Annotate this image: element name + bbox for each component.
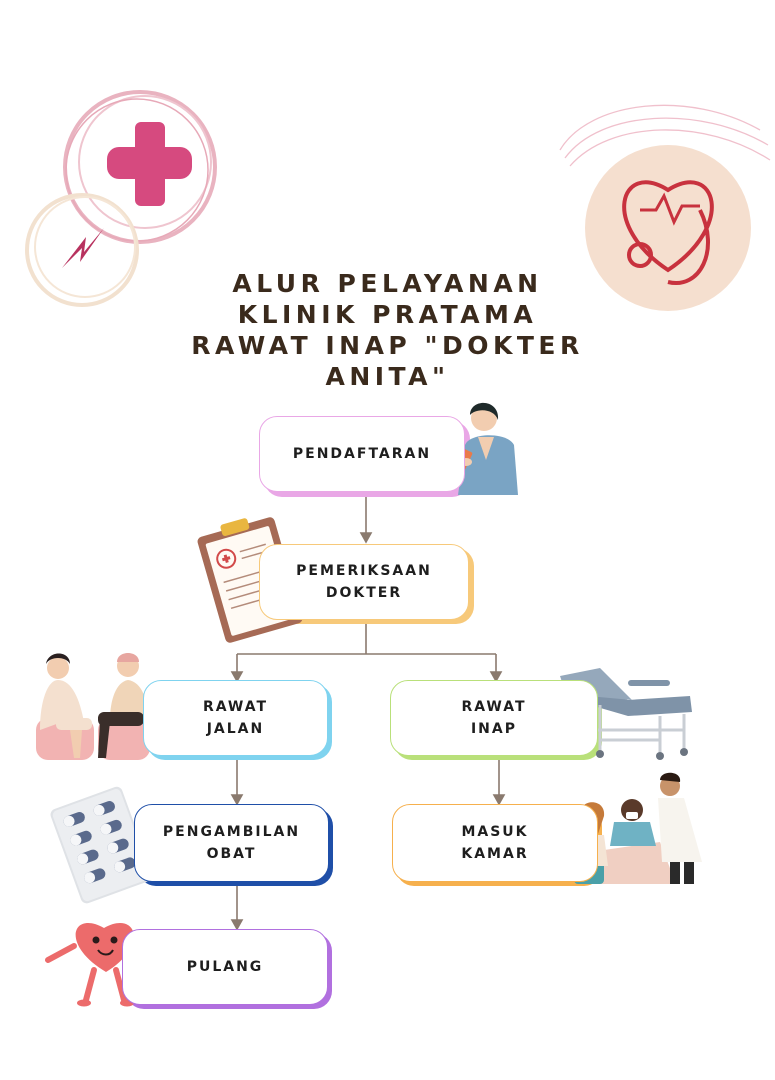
step-rawat-jalan: RAWAT JALAN (143, 680, 328, 756)
medical-cross-icon (63, 90, 217, 244)
step-label: RAWAT JALAN (202, 699, 269, 737)
step-rawat-inap: RAWAT INAP (390, 680, 598, 756)
step-label: MASUK KAMAR (461, 824, 529, 862)
step-pendaftaran: PENDAFTARAN (259, 416, 465, 492)
step-label: PEMERIKSAAN DOKTER (296, 563, 432, 601)
lightning-icon (25, 193, 139, 307)
step-label: RAWAT INAP (461, 699, 527, 737)
heart-stethoscope-icon (559, 104, 771, 311)
pill-blister-icon (50, 786, 153, 904)
step-pengambilan-obat: PENGAMBILAN OBAT (134, 804, 329, 882)
step-pemeriksaan-dokter: PEMERIKSAAN DOKTER (259, 544, 469, 620)
page-title: ALUR PELAYANAN KLINIK PRATAMA RAWAT INAP… (191, 269, 584, 391)
hospital-room-illustration (574, 772, 702, 884)
step-label: PULANG (186, 959, 264, 975)
flow-connectors (230, 495, 506, 931)
step-pulang: PULANG (122, 929, 328, 1005)
consultation-illustration (36, 653, 150, 760)
step-label: PENGAMBILAN OBAT (162, 824, 301, 862)
step-masuk-kamar: MASUK KAMAR (392, 804, 598, 882)
step-label: PENDAFTARAN (292, 446, 432, 462)
